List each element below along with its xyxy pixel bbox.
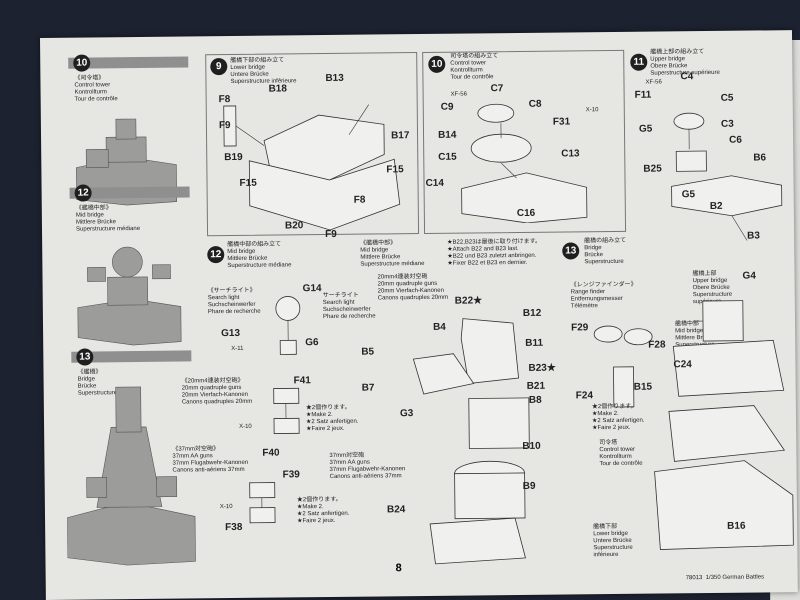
upper-bridge-diagram: [671, 112, 783, 241]
part-label: C7: [490, 83, 504, 95]
part-label: C9: [440, 101, 454, 113]
mid-bridge-caption: 《艦橋中部》 Mid bridge Mittlere Brücke Supers…: [360, 240, 425, 268]
part-label: G6: [305, 337, 319, 349]
mid-bridge-preview: [77, 246, 182, 346]
part-label: F15: [239, 177, 257, 189]
part-label: C8: [528, 98, 542, 110]
quad-20mm-diagram: [273, 387, 300, 434]
bridge-preview: [66, 386, 196, 566]
part-label: B11: [525, 337, 544, 349]
part-label: B13: [325, 72, 344, 85]
part-label: G14: [302, 283, 322, 295]
part-label: B17: [390, 130, 410, 142]
part-label: F15: [386, 164, 404, 176]
control-tower-diagram: [461, 103, 588, 224]
part-label: C13: [561, 148, 580, 160]
attach-last-note: ★B22,B23は最後に取り付けます。 ★Attach B22 and B23 …: [447, 238, 542, 267]
part-label: C6: [729, 134, 742, 146]
part-label: B7: [361, 382, 375, 394]
part-label: B14: [437, 129, 457, 141]
part-label: C16: [516, 207, 536, 220]
part-label: C4: [680, 71, 694, 83]
part-label: F24: [575, 390, 594, 402]
part-label: B10: [522, 440, 541, 452]
search-light-caption: 《サーチライト》 Search light Suchscheinwerfer P…: [207, 287, 261, 316]
part-label: C3: [720, 118, 734, 130]
step-9-badge: 9: [210, 58, 228, 76]
step-12-caption: 《艦橋中部》 Mid bridge Mittlere Brücke Supers…: [75, 205, 141, 233]
part-label: C24: [673, 359, 692, 371]
search-light-diagram: [275, 296, 301, 355]
step-13-main-badge: 13: [562, 242, 580, 260]
part-label: F40: [262, 447, 280, 459]
part-label: B25: [643, 163, 662, 175]
step-10-badge: 10: [73, 54, 91, 72]
part-label: B5: [361, 346, 375, 358]
part-label: G4: [742, 270, 756, 282]
part-label: B20: [284, 220, 304, 232]
part-label: B19: [224, 151, 243, 164]
part-label: F38: [225, 521, 243, 534]
part-label: F8: [218, 94, 231, 106]
step-10-main-caption: 司令塔の組み立て Control tower Kontrollturm Tour…: [450, 53, 499, 81]
part-label: B4: [432, 321, 446, 333]
part-label: F39: [282, 469, 300, 481]
range-finder-diagram: [593, 325, 653, 408]
step-9-caption: 艦橋下部の組み立て Lower bridge Untere Brücke Sup…: [230, 57, 297, 86]
step-11-badge: 11: [630, 53, 648, 71]
part-label: F31: [552, 116, 571, 128]
bridge-assembly-diagram: [654, 300, 794, 550]
step-10-main-badge: 10: [428, 55, 446, 73]
part-label: F41: [293, 375, 311, 387]
footer-text: 78013 1/350 German Battles: [685, 574, 765, 582]
step-13-main-caption: 艦橋の組み立て Bridge Brücke Superstructure: [584, 237, 627, 266]
part-label: C14: [425, 177, 444, 189]
part-label: B6: [753, 152, 767, 164]
part-label: B8: [528, 394, 542, 406]
part-label: B9: [522, 480, 536, 492]
step-12-badge: 12: [74, 184, 92, 202]
part-label: B3: [747, 230, 760, 242]
part-label: F9: [218, 120, 231, 132]
page-number: 8: [395, 562, 402, 575]
aa-37mm-note: ★2個作ります。 ★Make 2. ★2 Satz anfertigen. ★F…: [296, 496, 350, 525]
mid-bridge-diagram: [412, 318, 530, 565]
step-12-main-caption: 艦橋中部の組み立て Mid bridge Mittlere Brücke Sup…: [227, 241, 292, 270]
part-label: B12: [522, 307, 542, 319]
part-label: B22★: [454, 295, 483, 307]
bridge-lower-label: 艦橋下部 Lower bridge Untere Brücke Superstr…: [593, 523, 633, 559]
part-label: F11: [634, 89, 652, 101]
range-finder-caption: 《レンジファインダー》 Range finder Entfernungsmess…: [570, 281, 637, 310]
part-label: B21: [526, 380, 546, 392]
part-label: G3: [399, 408, 414, 420]
step-10-caption: 《司令塔》 Control tower Kontrollturm Tour de…: [74, 75, 118, 103]
part-label: B2: [709, 200, 723, 212]
part-label: B23★: [528, 362, 556, 374]
part-label: C15: [438, 151, 457, 163]
part-label: B24: [386, 504, 406, 516]
part-label: B16: [727, 520, 746, 532]
aa-37mm-caption: 《37mm対空砲》 37mm AA guns 37mm Flugabwehr-K…: [172, 446, 249, 474]
mid-search-light-caption: サーチライト Search light Suchscheinwerfer Pha…: [322, 292, 376, 321]
part-label: C5: [720, 92, 734, 104]
step-13-badge: 13: [76, 348, 94, 366]
part-label: F9: [325, 228, 337, 241]
part-label: B18: [268, 83, 287, 95]
part-label: G13: [221, 327, 241, 340]
part-label: G5: [638, 123, 653, 135]
part-label: B15: [633, 381, 653, 393]
quad-20mm-caption: 《20mm4連装対空砲》 20mm quadruple guns 20mm Vi…: [181, 377, 253, 406]
step-12-main-badge: 12: [207, 246, 225, 264]
part-label: F8: [353, 194, 366, 206]
lower-bridge-diagram: [223, 104, 401, 231]
part-label: G5: [681, 189, 696, 201]
quad-20mm-note: ★2個作ります。 ★Make 2. ★2 Satz anfertigen. ★F…: [305, 404, 359, 433]
instruction-page: 10 《司令塔》 Control tower Kontrollturm Tour…: [40, 30, 798, 600]
aa-37mm-diagram: [249, 482, 276, 524]
part-label: F29: [571, 322, 589, 334]
